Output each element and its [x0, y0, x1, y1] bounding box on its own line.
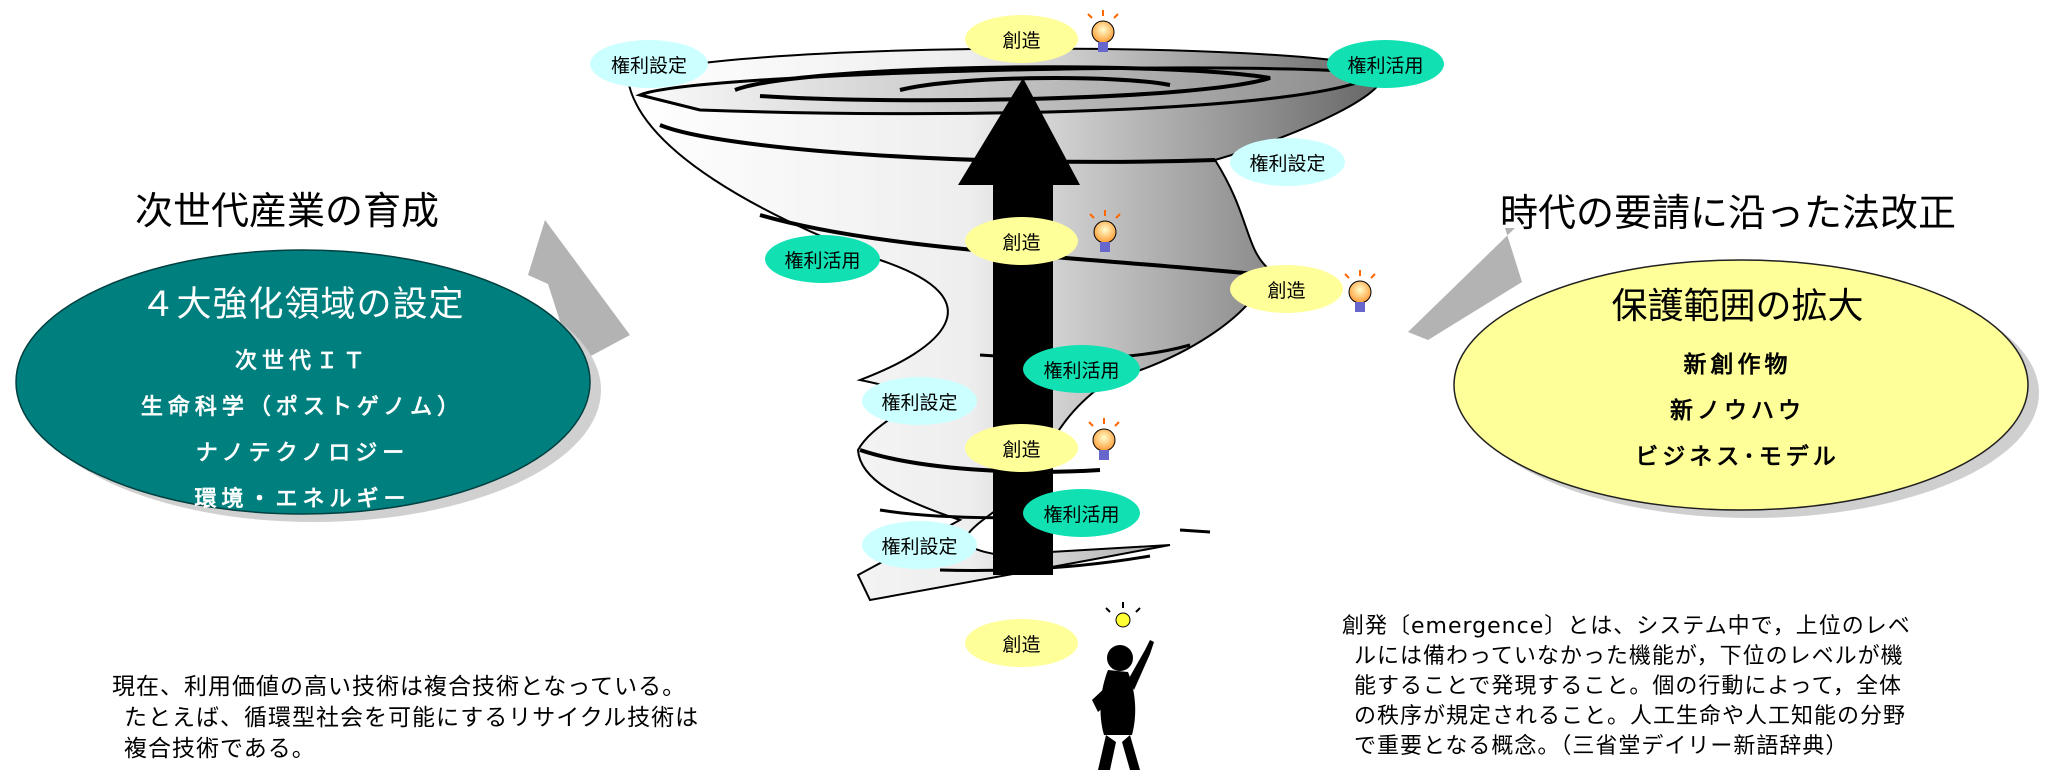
right-item: 新創作物 — [1683, 352, 1792, 378]
lightbulb-icon — [1344, 270, 1376, 312]
creation-label: 創造 — [965, 15, 1078, 63]
lightbulb-icon — [1088, 418, 1120, 460]
rights-setting-label: 権利設定 — [862, 521, 977, 569]
rights-setting-label: 権利設定 — [862, 377, 977, 425]
left-note: 現在、利用価値の高い技術は複合技術となっている。 たとえば、循環型社会を可能にす… — [112, 672, 699, 765]
creation-label: 創造 — [965, 424, 1078, 472]
note-line: 創発〔emergence〕とは、システム中で，上位のレベ — [1342, 614, 1911, 639]
left-item: 環境・エネルギー — [194, 487, 411, 512]
left-block-arrow — [528, 220, 630, 365]
rights-use-label: 権利活用 — [1327, 40, 1444, 88]
left-item: ナノテクノロジー — [195, 441, 410, 466]
right-ellipse-title: 保護範囲の拡大 — [1611, 286, 1864, 327]
creation-label: 創造 — [965, 217, 1078, 265]
right-big-ellipse — [1453, 259, 2029, 511]
person-figure — [1092, 602, 1154, 770]
rights-use-label: 権利活用 — [1023, 489, 1140, 537]
left-big-ellipse — [15, 249, 591, 515]
left-ellipse-content: ４大強化領域の設定 次世代ＩＴ 生命科学（ポストゲノム） ナノテクノロジー 環境… — [15, 250, 590, 515]
rights-setting-label: 権利設定 — [1230, 138, 1345, 186]
right-note: 創発〔emergence〕とは、システム中で，上位のレベ ルには備わっていなかっ… — [1342, 612, 2022, 762]
left-heading: 次世代産業の育成 — [135, 189, 440, 233]
right-item: ビジネス･モデル — [1635, 444, 1840, 470]
right-heading: 時代の要請に沿った法改正 — [1500, 191, 1957, 235]
note-line: で重要となる概念。（三省堂デイリー新語辞典） — [1354, 734, 1849, 759]
right-block-arrow — [1408, 228, 1522, 340]
rights-use-label: 権利活用 — [765, 235, 880, 283]
creation-label: 創造 — [965, 619, 1078, 667]
note-line: 現在、利用価値の高い技術は複合技術となっている。 — [112, 674, 687, 700]
left-item: 次世代ＩＴ — [234, 349, 370, 374]
rights-use-label: 権利活用 — [1023, 345, 1140, 393]
note-line: の秩序が規定されること。人工生命や人工知能の分野 — [1354, 704, 1907, 729]
left-item: 生命科学（ポストゲノム） — [140, 395, 465, 420]
creation-label: 創造 — [1230, 265, 1343, 313]
lightbulb-icon — [1087, 10, 1119, 52]
note-line: 複合技術である。 — [124, 736, 316, 762]
left-ellipse-title: ４大強化領域の設定 — [140, 285, 465, 325]
lightbulb-icon — [1089, 210, 1121, 252]
note-line: 能することで発現すること。個の行動によって，全体 — [1354, 674, 1903, 699]
note-line: ルには備わっていなかった機能が，下位のレベルが機 — [1354, 644, 1904, 669]
right-item: 新ノウハウ — [1670, 398, 1805, 424]
rights-setting-label: 権利設定 — [590, 40, 708, 88]
right-ellipse-content: 保護範囲の拡大 新創作物 新ノウハウ ビジネス･モデル — [1450, 260, 2025, 510]
note-line: たとえば、循環型社会を可能にするリサイクル技術は — [124, 705, 700, 731]
